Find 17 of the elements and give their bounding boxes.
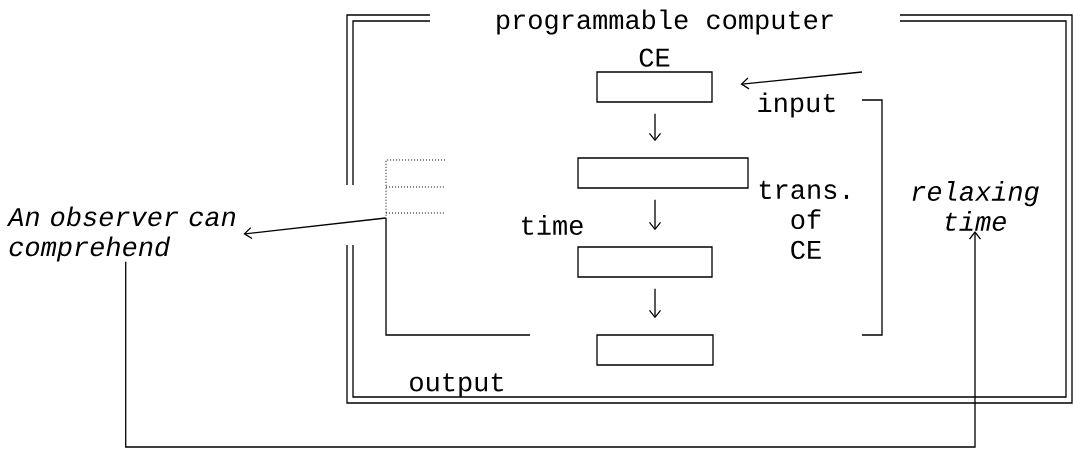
observer-text: An observer can comprehend [6,206,236,262]
box-caption: CE [639,48,670,67]
empty-box [577,246,713,278]
arrow [125,231,982,448]
label-text: output [410,373,503,397]
arrow [243,217,387,240]
arrow [740,71,863,90]
empty-box [596,334,714,366]
arrow [648,199,662,231]
arrow [648,288,662,319]
label-text: input [758,92,835,118]
label-text: trans. of CE [759,180,849,260]
relaxing-time-text: relaxing time [912,181,1039,231]
empty-box [577,157,749,189]
empty-box [596,71,713,103]
label-text: time [522,215,583,235]
arrow [648,113,662,142]
